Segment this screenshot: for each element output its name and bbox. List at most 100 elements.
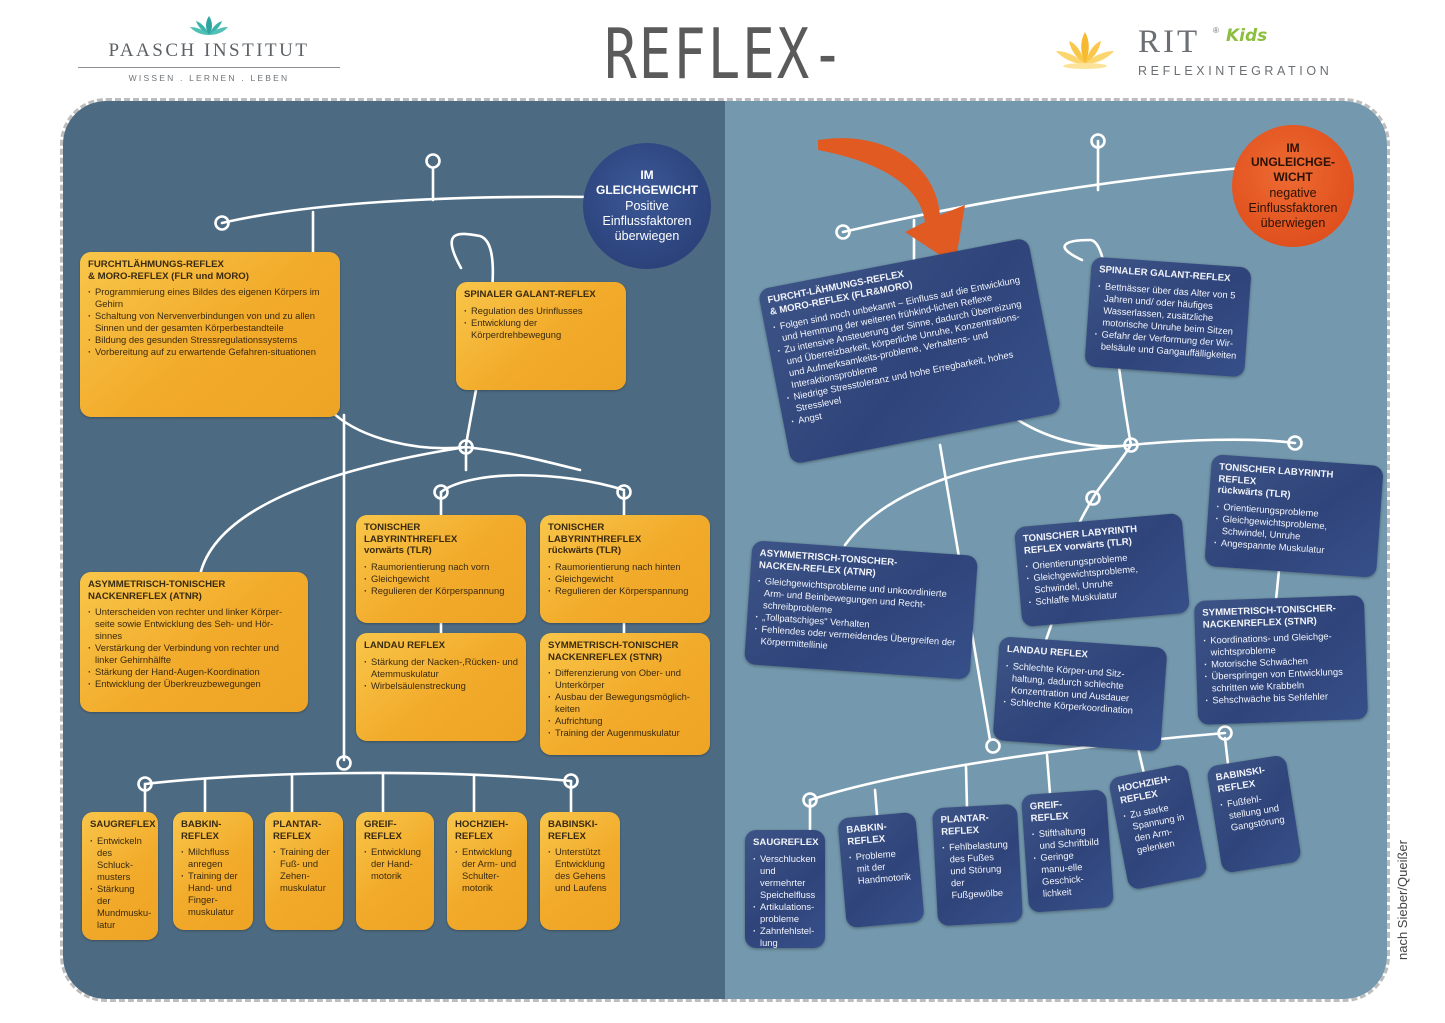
card-list-item: Verschlucken und vermehrter Speichelflus… <box>753 853 817 901</box>
imbalance-badge: IM UNGLEICHGE- WICHT negative Einflussfa… <box>1232 125 1354 247</box>
card-list-item: Bildung des gesunden Stressregulationssy… <box>88 334 332 346</box>
paasch-tagline: WISSEN . LERNEN . LEBEN <box>128 73 290 83</box>
card-list: Stifthaltung und SchriftbildGeringe manu… <box>1031 824 1105 901</box>
card-list-item: Regulieren der Körperspannung <box>548 585 702 597</box>
card-list-item: Regulieren der Körperspannung <box>364 585 518 597</box>
lotus-sun-icon <box>1056 32 1114 69</box>
card-list: Raumorientierung nach vornGleichgewichtR… <box>364 561 518 597</box>
card-list-item: Probleme mit der Handmotorik <box>848 846 913 887</box>
card-list: Unterstützt Entwicklung des Gehens und L… <box>548 846 612 894</box>
card-list: OrientierungsproblemeGleichgewichtsprobl… <box>1214 500 1373 559</box>
balance-badge-subtitle: Positive Einflussfaktoren überwiegen <box>602 198 692 243</box>
card-list-item: Fehlbelastung des Fußes und Störung der … <box>942 838 1014 902</box>
card-saug-balance: SAUGREFLEX Entwickeln des Schluck-musters… <box>82 812 158 940</box>
card-greif-imbalance: GREIF- REFLEXStifthaltung und Schriftbil… <box>1020 789 1115 913</box>
card-title: PLANTAR- REFLEX <box>940 812 990 838</box>
card-flr-moro-balance: FURCHTLÄHMUNGS-REFLEX & MORO-REFLEX (FLR… <box>80 252 340 417</box>
card-saug-imbalance: SAUGREFLEX Verschlucken und vermehrter Sp… <box>745 830 825 948</box>
card-babkin-imbalance: BABKIN- REFLEXProbleme mit der Handmotor… <box>837 811 925 929</box>
card-title: TONISCHER LABYRINTH REFLEX rückwärts (TL… <box>1217 461 1334 501</box>
card-list: Entwicklung der Hand-motorik <box>364 846 426 882</box>
card-title: SAUGREFLEX <box>90 819 156 830</box>
card-title: SAUGREFLEX <box>753 837 819 848</box>
imbalance-badge-title: IM UNGLEICHGE- WICHT <box>1251 140 1335 184</box>
card-list: Entwicklung der Arm- und Schulter-motori… <box>455 846 519 894</box>
card-list: Milchfluss anregenTraining der Hand- und… <box>181 846 245 918</box>
card-title: SPINALER GALANT-REFLEX <box>464 289 596 300</box>
card-list-item: Verstärkung der Verbindung von rechter u… <box>88 642 300 666</box>
card-list: Verschlucken und vermehrter Speichelflus… <box>753 853 817 949</box>
card-list-item: Wirbelsäulenstreckung <box>364 680 518 692</box>
card-list: Fußfehl-stellung und Gangstörung <box>1219 789 1288 835</box>
card-list-item: Artikulations-probleme <box>753 901 817 925</box>
card-tlr-forward-imbalance: TONISCHER LABYRINTH REFLEX vorwärts (TLR… <box>1013 512 1191 628</box>
card-title: LANDAU REFLEX <box>364 640 446 651</box>
card-babinski-imbalance: BABINSKI- REFLEXFußfehl-stellung und Gan… <box>1206 754 1302 874</box>
rit-name: RIT <box>1138 24 1201 60</box>
card-list-item: Ausbau der Bewegungsmöglich-keiten <box>548 691 702 715</box>
card-title: BABINSKI- REFLEX <box>548 819 598 842</box>
card-list-item: Zu starke Spannung in den Arm-gelenken <box>1122 798 1194 857</box>
card-list-item: Vorbereitung auf zu erwartende Gefahren-… <box>88 346 332 358</box>
card-list-item: Gleichgewicht <box>364 573 518 585</box>
card-list-item: Training der Augenmuskulatur <box>548 727 702 739</box>
card-hochzieh-balance: HOCHZIEH- REFLEX Entwicklung der Arm- und… <box>447 812 527 930</box>
card-list-item: Raumorientierung nach vorn <box>364 561 518 573</box>
card-list-item: Programmierung eines Bildes des eigenen … <box>88 286 332 310</box>
paasch-name: PAASCH INSTITUT <box>108 40 310 61</box>
card-title: BABKIN- REFLEX <box>181 819 222 842</box>
card-list-item: Gleichgewicht <box>548 573 702 585</box>
orange-arrow-icon <box>818 138 965 265</box>
balance-badge: IM GLEICHGEWICHT Positive Einflussfaktor… <box>583 143 711 269</box>
card-list-item: Stärkung der Mundmusku-latur <box>90 883 151 931</box>
card-list: Probleme mit der Handmotorik <box>848 846 913 887</box>
card-list: Schlechte Körper-und Sitz-haltung, dadur… <box>1003 659 1158 718</box>
card-list-item: Training der Hand- und Finger-muskulatur <box>181 870 245 918</box>
card-tlr-backward-balance: TONISCHER LABYRINTHREFLEX rückwärts (TLR… <box>540 515 710 623</box>
card-list: Zu starke Spannung in den Arm-gelenken <box>1122 798 1194 857</box>
dashed-frame <box>60 98 1390 1002</box>
rit-kids-logo: RIT ® Kids REFLEXINTEGRATION <box>1052 22 1372 84</box>
card-plantar-balance: PLANTAR- REFLEXTraining der Fuß- und Zeh… <box>265 812 343 930</box>
credit-note: nach Sieber/Queißer <box>1395 840 1410 960</box>
card-title: TONISCHER LABYRINTHREFLEX vorwärts (TLR) <box>364 522 458 556</box>
card-plantar-imbalance: PLANTAR- REFLEXFehlbelastung des Fußes u… <box>931 803 1024 927</box>
card-list-item: Entwicklung der Überkreuzbewegungen <box>88 678 300 690</box>
rit-registered-mark: ® <box>1213 26 1219 35</box>
card-list-item: Entwicklung der Körperdrehbewegung <box>464 317 618 341</box>
card-list: OrientierungsproblemeGleichgewichtsprobl… <box>1025 547 1181 608</box>
imbalance-badge-subtitle: negative Einflussfaktoren überwiegen <box>1248 186 1338 231</box>
paasch-institut-logo: PAASCH INSTITUT WISSEN . LERNEN . LEBEN <box>78 14 340 90</box>
card-title: TONISCHER LABYRINTHREFLEX rückwärts (TLR… <box>548 522 642 556</box>
lotus-icon <box>190 16 228 35</box>
card-list: Entwickeln des Schluck-mustersStärkung d… <box>90 835 151 931</box>
card-list-item: Stärkung der Hand-Augen-Koordination <box>88 666 300 678</box>
card-atnr-imbalance: ASYMMETRISCH-TONSCHER- NACKEN-REFLEX (AT… <box>743 540 979 680</box>
card-title: SYMMETRISCH-TONISCHER- NACKENREFLEX (STN… <box>1202 603 1337 631</box>
card-landau-imbalance: LANDAU REFLEXSchlechte Körper-und Sitz-h… <box>992 636 1168 752</box>
card-list-item: Entwicklung der Hand-motorik <box>364 846 426 882</box>
card-list: Gleichgewichtsprobleme und unkoordiniert… <box>753 575 968 662</box>
card-title: GREIF- REFLEX <box>364 819 402 842</box>
card-galant-balance: SPINALER GALANT-REFLEX Regulation des Uri… <box>456 282 626 390</box>
card-list-item: Regulation des Urinflusses <box>464 305 618 317</box>
card-list: Fehlbelastung des Fußes und Störung der … <box>942 838 1014 902</box>
card-title: BABKIN- REFLEX <box>845 821 888 848</box>
rit-kids-label: Kids <box>1226 26 1268 46</box>
card-list-item: Aufrichtung <box>548 715 702 727</box>
card-list: Regulation des UrinflussesEntwicklung de… <box>464 305 618 341</box>
card-list-item: Fußfehl-stellung und Gangstörung <box>1219 789 1288 835</box>
card-babinski-balance: BABINSKI- REFLEX Unterstützt Entwicklung … <box>540 812 620 930</box>
card-title: HOCHZIEH- REFLEX <box>455 819 509 842</box>
card-list: Raumorientierung nach hintenGleichgewich… <box>548 561 702 597</box>
card-title: FURCHTLÄHMUNGS-REFLEX & MORO-REFLEX (FLR… <box>88 259 249 282</box>
card-list: Unterscheiden von rechter und linker Kör… <box>88 606 300 690</box>
card-title: GREIF- REFLEX <box>1029 799 1069 824</box>
card-list: Stärkung der Nacken-,Rücken- und Atemmus… <box>364 656 518 692</box>
card-list: Programmierung eines Bildes des eigenen … <box>88 286 332 358</box>
card-list-item: Unterstützt Entwicklung des Gehens und L… <box>548 846 612 894</box>
card-list-item: Geringe manu-elle Geschick-lichkeit <box>1033 848 1105 901</box>
card-greif-balance: GREIF- REFLEX Entwicklung der Hand-motori… <box>356 812 434 930</box>
card-galant-imbalance: SPINALER GALANT-REFLEXBettnässer über da… <box>1084 256 1252 378</box>
card-babkin-balance: BABKIN- REFLEX Milchfluss anregenTraining… <box>173 812 253 930</box>
